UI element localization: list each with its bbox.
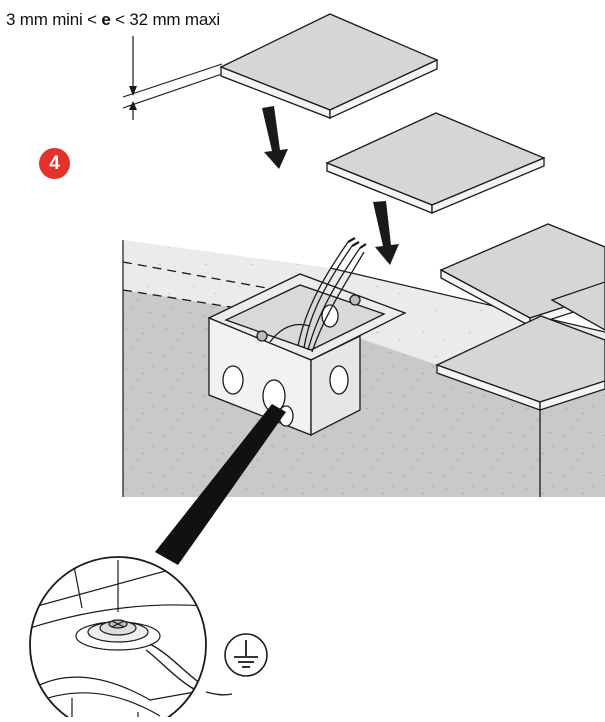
thickness-gauge — [122, 36, 223, 120]
earth-ground-icon — [224, 633, 268, 677]
down-arrow-icon — [373, 201, 399, 265]
earth-detail-magnifier — [29, 556, 233, 722]
laid-tiles — [435, 223, 605, 411]
tile-2 — [325, 112, 546, 214]
step-number-badge: 4 — [39, 148, 70, 179]
floor-box — [207, 273, 407, 437]
down-arrow-icon — [262, 106, 288, 169]
callout-connector — [155, 404, 286, 565]
thickness-variable: e — [101, 10, 111, 29]
thickness-range-label: 3 mm mini < e < 32 mm maxi — [6, 10, 220, 30]
tile-1 — [219, 13, 439, 120]
thickness-max-text: < 32 mm maxi — [110, 10, 220, 29]
cables — [269, 237, 367, 353]
thickness-min-text: 3 mm mini < — [6, 10, 102, 29]
